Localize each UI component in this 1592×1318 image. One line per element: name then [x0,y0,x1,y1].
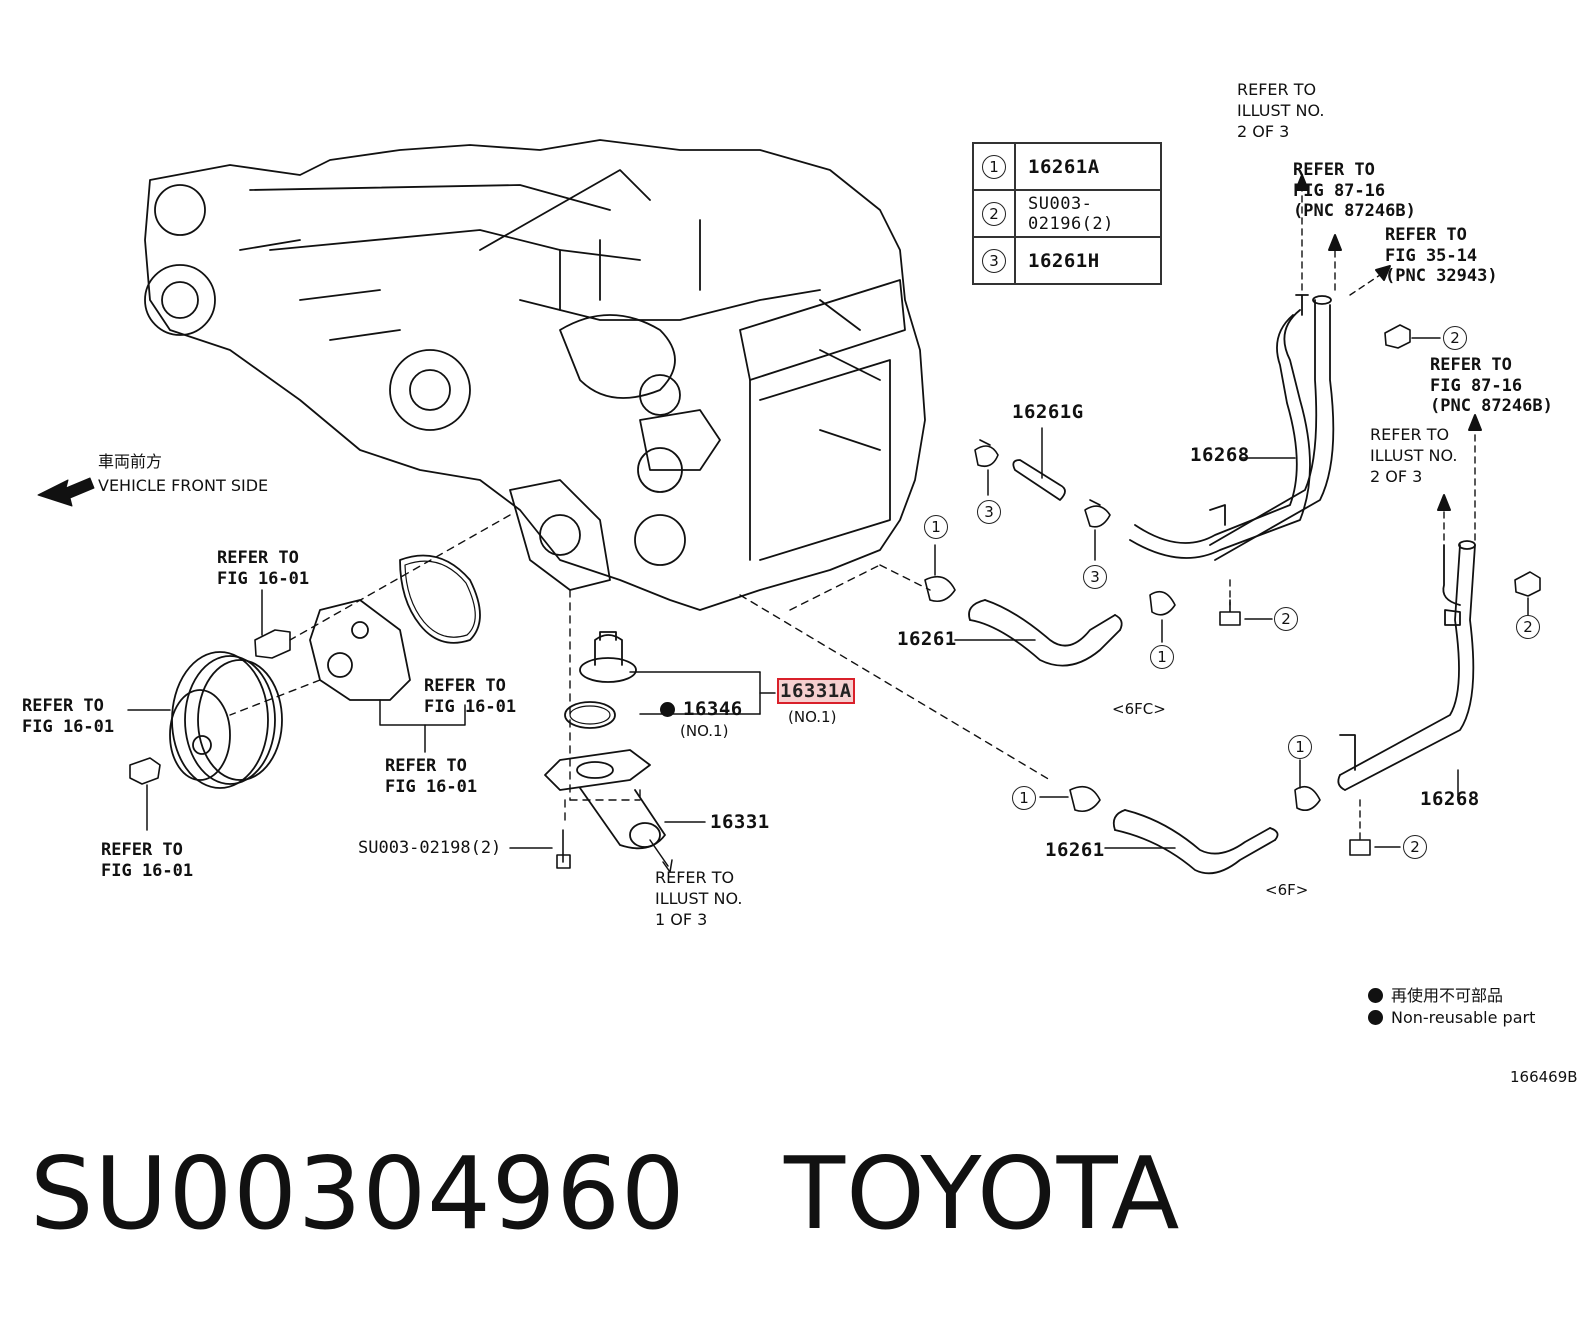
pulley-bolt [129,757,161,785]
part-16346-label: 16346 [683,698,743,720]
callout-number: 3 [982,248,1006,273]
callout-3: 3 [977,500,1001,524]
note-en-text: Non-reusable part [1391,1008,1536,1027]
pipe-16268-lower [1337,540,1476,791]
ref-fig-16-01-c[interactable]: REFER TO FIG 16-01 [22,696,115,737]
variant-6f: <6F> [1265,881,1309,899]
ref-fig-16-01-d[interactable]: REFER TO FIG 16-01 [385,756,478,797]
legend-row: 1 16261A [972,142,1162,191]
note-jp-text: 再使用不可部品 [1391,986,1504,1005]
front-arrow-icon [37,477,95,507]
ref-fig-87-16-right[interactable]: REFER TO FIG 87-16 (PNC 87246B) [1430,355,1553,417]
part-16331a-no: (NO.1) [788,708,837,726]
callout-1: 1 [1012,786,1036,810]
non-reusable-dot-icon [1368,1010,1383,1025]
bolt-2d [1349,839,1371,856]
direction-en: VEHICLE FRONT SIDE [98,476,269,495]
thermostat [564,631,637,729]
inlet-arrow [649,839,669,867]
ref-illust-2of3-top[interactable]: REFER TO ILLUST NO. 2 OF 3 [1237,80,1325,141]
footer-part-number: SU00304960 [30,1135,686,1252]
callout-3: 3 [1083,565,1107,589]
part-16346[interactable]: 16346 [660,698,743,720]
legend-row: 3 16261H [972,236,1162,285]
variant-6fc: <6FC> [1112,700,1166,718]
callout-2: 2 [1403,835,1427,859]
pipe-16268-top [1129,294,1335,561]
callout-number: 2 [982,201,1006,226]
pump-pulley [169,651,283,789]
ref-fig-16-01-b[interactable]: REFER TO FIG 16-01 [424,676,517,717]
legend-part: 16261H [1014,236,1162,285]
part-16268-lower[interactable]: 16268 [1420,788,1480,810]
figure-id: 166469B [1510,1068,1578,1086]
callout-number: 1 [982,154,1006,179]
hose-16261g [1012,459,1066,501]
bolt-2a [1384,324,1411,349]
part-16261g[interactable]: 16261G [1012,401,1084,423]
clamp-1b [1149,590,1176,616]
part-su003-02198[interactable]: SU003-02198(2) [358,838,502,858]
part-16346-no: (NO.1) [680,722,729,740]
note-jp: 再使用不可部品 [1368,982,1503,1006]
clamp-1d [1294,785,1321,811]
engine-block [144,139,926,611]
ref-illust-1of3[interactable]: REFER TO ILLUST NO. 1 OF 3 [655,868,743,929]
pump-bolt [254,629,291,659]
ref-fig-16-01-a[interactable]: REFER TO FIG 16-01 [217,548,310,589]
callout-2: 2 [1443,326,1467,350]
clamp-1a [924,575,956,603]
footer-brand: TOYOTA [784,1135,1181,1252]
part-16331[interactable]: 16331 [710,811,770,833]
clamp-1c [1069,785,1101,813]
non-reusable-dot-icon [1368,988,1383,1003]
bolt-2c [1514,571,1541,597]
hose-16261-lower [1112,809,1279,875]
part-16261-upper[interactable]: 16261 [897,628,957,650]
non-reusable-dot-icon [660,702,675,717]
ref-fig-16-01-e[interactable]: REFER TO FIG 16-01 [101,840,194,881]
water-inlet [544,749,666,850]
legend-part: SU003-02196(2) [1014,189,1162,238]
legend-row: 2 SU003-02196(2) [972,189,1162,238]
legend-part: 16261A [1014,142,1162,191]
part-16268-top[interactable]: 16268 [1190,444,1250,466]
legend-table: 1 16261A 2 SU003-02196(2) 3 16261H [972,142,1162,285]
direction-jp: 車両前方 [98,452,163,471]
callout-1: 1 [1288,735,1312,759]
ref-illust-2of3-right[interactable]: REFER TO ILLUST NO. 2 OF 3 [1370,425,1458,486]
part-16331a-highlight: 16331A [777,678,855,704]
pump-gasket [399,554,481,644]
footer-title: SU00304960 TOYOTA [30,1135,1180,1252]
callout-1: 1 [1150,645,1174,669]
ref-fig-87-16-top[interactable]: REFER TO FIG 87-16 (PNC 87246B) [1293,160,1416,222]
hose-clamp [974,439,1111,528]
water-pump [309,599,411,701]
ref-fig-35-14[interactable]: REFER TO FIG 35-14 (PNC 32943) [1385,225,1498,287]
part-16261-lower[interactable]: 16261 [1045,839,1105,861]
bolt-2b [1219,599,1241,626]
note-en: Non-reusable part [1368,1008,1535,1027]
part-16331a[interactable]: 16331A [777,678,855,704]
inlet-bolt [556,829,571,869]
callout-2: 2 [1274,607,1298,631]
hose-16261-upper [968,599,1123,667]
callout-1: 1 [924,515,948,539]
callout-2: 2 [1516,615,1540,639]
